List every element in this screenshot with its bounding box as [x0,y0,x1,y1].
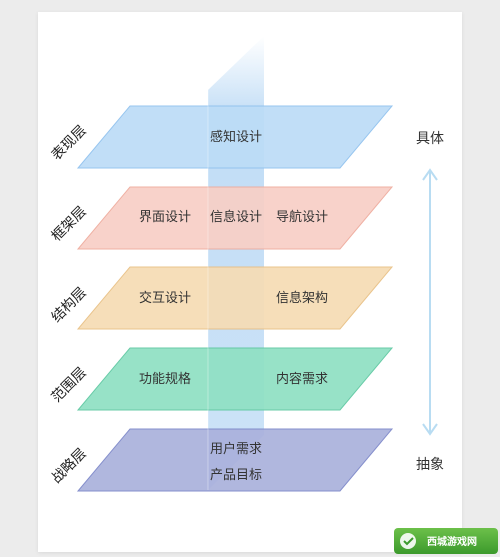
item-interface-design: 界面设计 [139,210,191,225]
layer-skeleton-plane [76,186,394,250]
layer-scope-plane [76,347,394,411]
item-functional-specs: 功能规格 [139,371,191,387]
layer-skeleton-name: 框架层 [49,204,90,245]
double-arrow-icon [422,168,438,436]
layer-strategy-plane [76,428,394,492]
item-product-goals: 产品目标 [210,468,262,483]
label-abstract: 抽象 [416,457,444,473]
layer-structure-plane [76,266,394,330]
label-concrete: 具体 [416,131,444,147]
layer-presentation: 表现层 感知设计 [49,105,394,169]
item-user-needs: 用户需求 [210,441,262,457]
layer-structure-name: 结构层 [49,285,90,326]
item-sensory-design: 感知设计 [210,129,262,145]
layer-scope: 范围层 功能规格 内容需求 [48,347,394,411]
item-navigation-design: 导航设计 [276,209,328,225]
item-information-design: 信息设计 [210,209,262,225]
vertical-band [208,36,264,490]
watermark-text: 西城游戏网 [427,535,477,548]
layer-strategy: 战略层 用户需求 产品目标 [49,428,394,492]
item-information-architecture: 信息架构 [276,290,328,306]
layer-presentation-name: 表现层 [49,123,90,164]
watermark-logo: 西城游戏网 [394,528,498,554]
item-interaction-design: 交互设计 [139,290,191,306]
layer-presentation-plane [76,105,394,169]
layer-strategy-name: 战略层 [49,446,90,487]
item-content-requirements: 内容需求 [276,371,328,387]
layer-structure: 结构层 交互设计 信息架构 [49,266,394,330]
layer-skeleton: 框架层 界面设计 信息设计 导航设计 [49,186,394,250]
layer-scope-name: 范围层 [48,364,90,406]
